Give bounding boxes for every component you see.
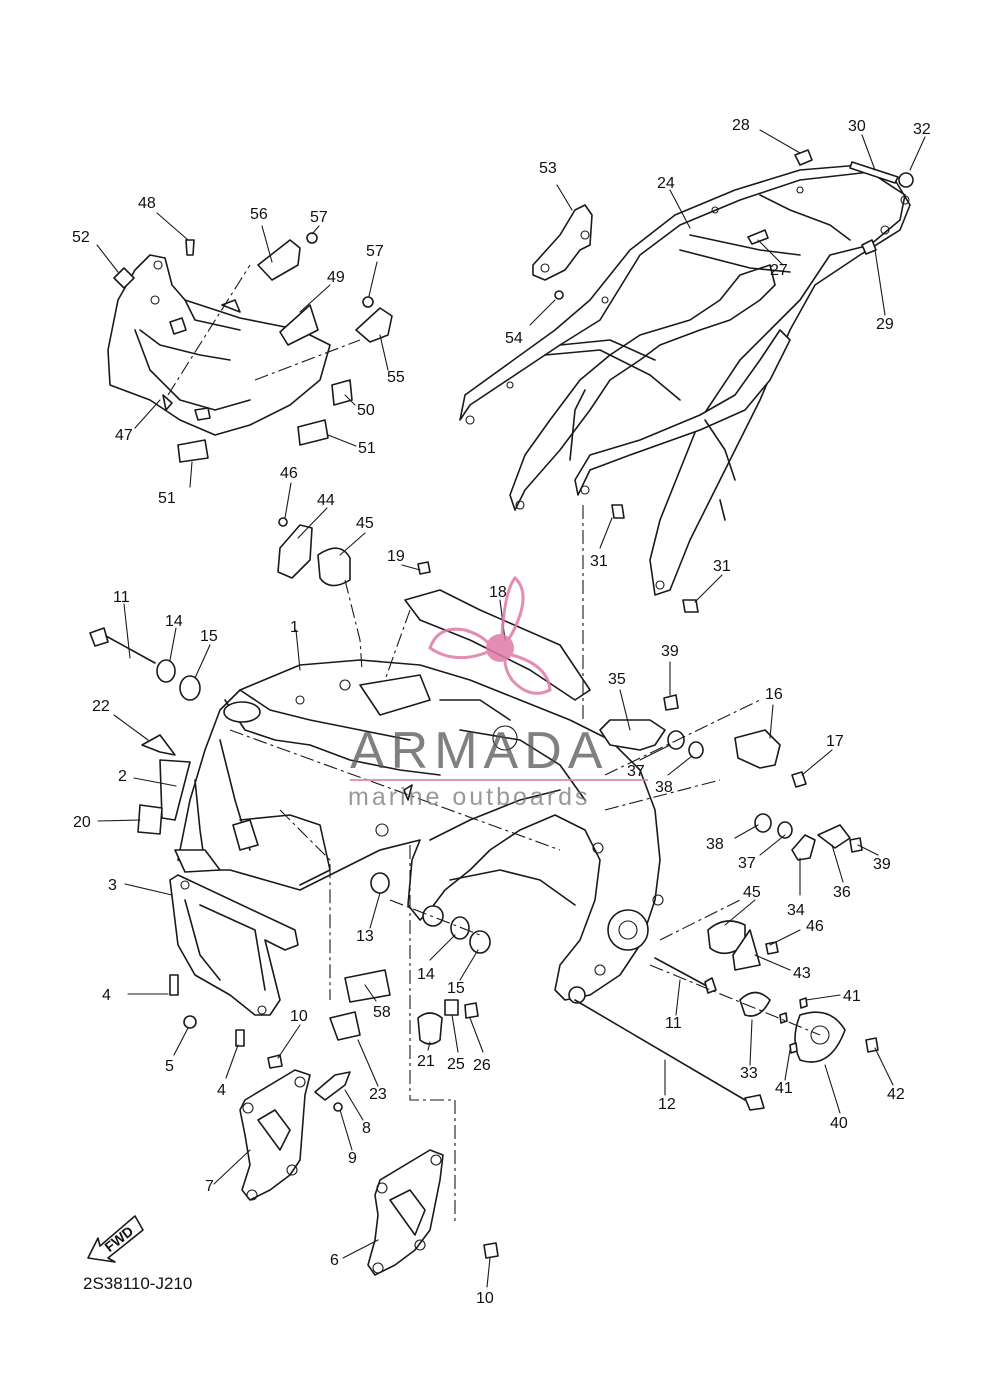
callout-10: 10 (476, 1290, 494, 1307)
callout-20: 20 (73, 814, 91, 831)
callout-numbers: 52 48 56 57 57 49 55 50 51 47 51 53 28 3… (72, 117, 931, 1307)
footrest-bracket-part-6 (367, 1149, 444, 1276)
callout-22: 22 (92, 698, 110, 715)
callout-16: 16 (765, 686, 783, 703)
callout-56: 56 (250, 206, 268, 223)
callout-30: 30 (848, 118, 866, 135)
bracket-part-53 (532, 204, 593, 281)
callout-11: 11 (113, 589, 130, 606)
callout-45: 45 (743, 884, 761, 901)
callout-51: 51 (158, 490, 176, 507)
callout-39: 39 (661, 643, 679, 660)
callout-31: 31 (590, 553, 608, 570)
callout-50: 50 (357, 402, 375, 419)
callout-58: 58 (373, 1004, 391, 1021)
callout-45: 45 (356, 515, 374, 532)
callout-23: 23 (369, 1086, 387, 1103)
callout-37: 37 (627, 763, 645, 780)
callout-17: 17 (826, 733, 844, 750)
callout-41: 41 (843, 988, 861, 1005)
callout-10: 10 (290, 1008, 308, 1025)
callout-19: 19 (387, 548, 405, 565)
callout-1: 1 (290, 619, 299, 636)
callout-35: 35 (608, 671, 626, 688)
callout-6: 6 (330, 1252, 339, 1269)
callout-3: 3 (108, 877, 117, 894)
callout-36: 36 (833, 884, 851, 901)
callout-29: 29 (876, 316, 894, 333)
callout-14: 14 (417, 966, 435, 983)
callout-4: 4 (217, 1082, 226, 1099)
callout-37: 37 (738, 855, 756, 872)
watermark: ARMADA marine outboards (348, 575, 648, 811)
callout-38: 38 (655, 779, 673, 796)
callout-26: 26 (473, 1057, 491, 1074)
engine-bracket-part-3 (169, 874, 299, 1016)
callout-52: 52 (72, 229, 90, 246)
callout-5: 5 (165, 1058, 174, 1075)
callout-39: 39 (873, 856, 891, 873)
footrest-bracket-part-7 (239, 1069, 311, 1201)
callout-46: 46 (280, 465, 298, 482)
bolts-and-hardware (89, 627, 879, 1259)
callout-7: 7 (205, 1178, 214, 1195)
leader-lines (96, 129, 926, 1288)
diagram-code: 2S38110-J210 (83, 1274, 192, 1293)
callout-31: 31 (713, 558, 731, 575)
callout-24: 24 (657, 175, 675, 192)
callout-32: 32 (913, 121, 931, 138)
callout-14: 14 (165, 613, 183, 630)
callout-42: 42 (887, 1086, 905, 1103)
callout-54: 54 (505, 330, 523, 347)
callout-47: 47 (115, 427, 133, 444)
callout-4: 4 (102, 987, 111, 1004)
cover-part-47 (107, 254, 331, 436)
small-parts-top-left (113, 232, 393, 463)
callout-28: 28 (732, 117, 750, 134)
small-parts-top-right (554, 149, 914, 613)
callout-18: 18 (489, 584, 507, 601)
callout-15: 15 (447, 980, 465, 997)
callout-57: 57 (310, 209, 328, 226)
callout-33: 33 (740, 1065, 758, 1082)
callout-11: 11 (665, 1015, 682, 1032)
callout-48: 48 (138, 195, 156, 212)
callout-38: 38 (706, 836, 724, 853)
watermark-tagline: marine outboards (348, 783, 591, 811)
main-frame-part-1 (174, 659, 664, 1004)
callout-9: 9 (348, 1150, 357, 1167)
callout-12: 12 (658, 1096, 676, 1113)
watermark-brand: ARMADA (350, 722, 608, 780)
callout-13: 13 (356, 928, 374, 945)
callout-49: 49 (327, 269, 345, 286)
callout-8: 8 (362, 1120, 371, 1137)
callout-34: 34 (787, 902, 805, 919)
callout-2: 2 (118, 768, 127, 785)
callout-40: 40 (830, 1115, 848, 1132)
rear-frame-part-24 (459, 164, 911, 596)
reference-lines (167, 264, 821, 1225)
callout-27: 27 (770, 262, 788, 279)
callout-46: 46 (806, 918, 824, 935)
callout-53: 53 (539, 160, 557, 177)
callout-51: 51 (358, 440, 376, 457)
callout-57: 57 (366, 243, 384, 260)
callout-43: 43 (793, 965, 811, 982)
callout-55: 55 (387, 369, 405, 386)
callout-21: 21 (417, 1053, 435, 1070)
callout-15: 15 (200, 628, 218, 645)
fwd-arrow-icon: FWD (87, 1215, 144, 1263)
callout-44: 44 (317, 492, 335, 509)
callout-25: 25 (447, 1056, 465, 1073)
propeller-logo-icon (428, 575, 552, 695)
callout-41: 41 (775, 1080, 793, 1097)
